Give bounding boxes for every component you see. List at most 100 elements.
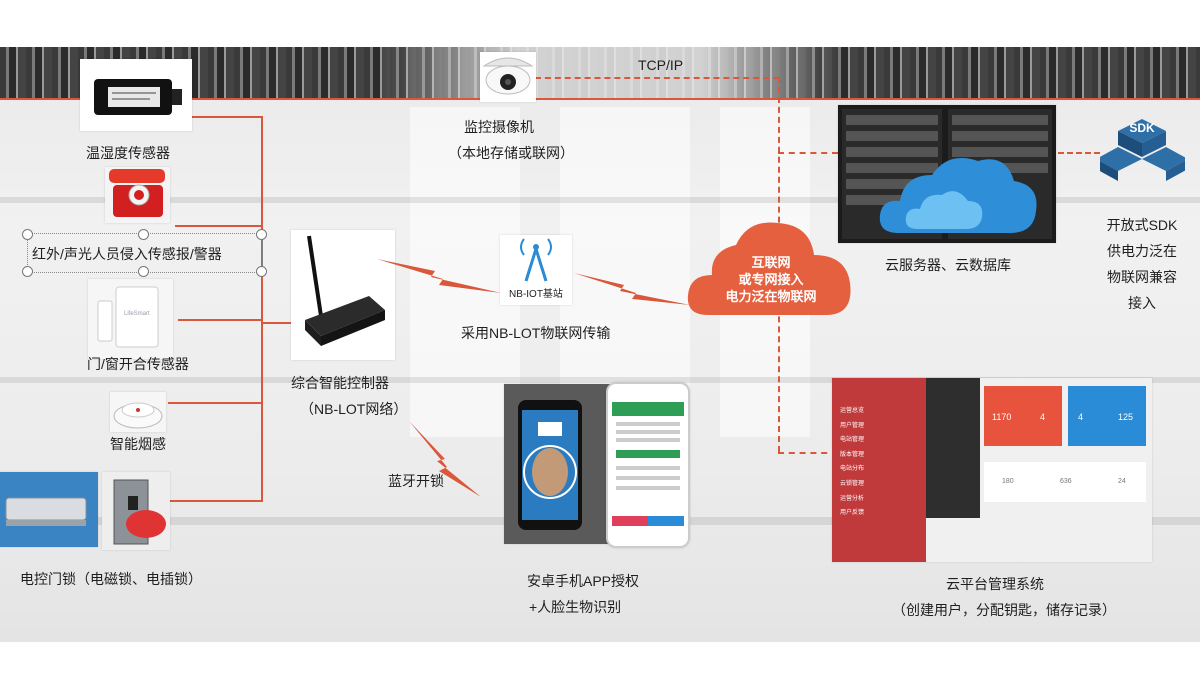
resize-handle[interactable] xyxy=(22,229,33,240)
phone-line-1: 安卓手机APP授权 xyxy=(527,573,640,589)
platform-menu-item[interactable]: 运营分析 xyxy=(840,495,865,502)
alarm-siren-icon xyxy=(109,169,165,217)
wireless-link-controller-icon xyxy=(377,259,501,293)
temp-humidity-sensor-icon xyxy=(94,79,182,115)
cloud-line-private: 或专网接入 xyxy=(738,272,804,287)
platform-caption-2: （创建用户，分配钥匙，储存记录） xyxy=(892,602,1116,618)
intrusion-alarm-label: 红外/声光人员侵入传感报/警器 xyxy=(32,246,222,262)
controller-subtitle: （NB-LOT网络） xyxy=(300,401,408,417)
header-rule xyxy=(0,98,1200,100)
stat-card: 1170 4 xyxy=(984,386,1062,446)
face-recognition-icon xyxy=(504,384,610,544)
cell-tower-icon xyxy=(520,238,552,282)
cloud-line-internet: 互联网 xyxy=(751,255,791,270)
controller-title: 综合智能控制器 xyxy=(291,375,389,391)
platform-menu-item[interactable]: 电站分布 xyxy=(840,466,865,473)
background-shelf xyxy=(0,197,1200,203)
tcp-ip-label: TCP/IP xyxy=(638,57,684,73)
door-sensor-icon: LifeSmart xyxy=(97,286,159,348)
camera-title: 监控摄像机 xyxy=(464,119,534,135)
temp-humidity-sensor-image xyxy=(80,59,192,131)
platform-menu-item[interactable]: 电站管理 xyxy=(840,437,865,444)
platform-menu-item[interactable]: 用户管理 xyxy=(840,422,865,429)
bolt-lock-icon xyxy=(113,479,166,545)
magnetic-lock-image xyxy=(0,472,98,547)
camera-link xyxy=(535,77,779,79)
resize-handle[interactable] xyxy=(138,266,149,277)
stat-value: 4 xyxy=(1040,412,1046,422)
server-rack-icon xyxy=(842,109,1052,239)
bolt-lock-image xyxy=(102,472,170,550)
nbiot-caption: 采用NB-LOT物联网传输 xyxy=(461,325,611,341)
platform-menu-item[interactable]: 版本管理 xyxy=(840,451,865,458)
device-bus-line xyxy=(261,116,263,502)
stat-card: 4 125 xyxy=(1068,386,1146,446)
resize-handle[interactable] xyxy=(256,229,267,240)
cloud-line-power-iot: 电力泛在物联网 xyxy=(725,289,817,304)
mini-stat: 180 xyxy=(1002,478,1014,485)
mini-stat: 24 xyxy=(1118,478,1126,485)
bus-branch-smoke xyxy=(168,402,262,404)
sdk-icon-text: SDK xyxy=(1129,121,1155,135)
server-link xyxy=(778,152,838,154)
resize-handle[interactable] xyxy=(138,229,149,240)
bus-branch-temp xyxy=(185,116,262,118)
electric-lock-label: 电控门锁（电磁锁、电插锁） xyxy=(20,571,202,587)
dome-camera-icon xyxy=(482,57,534,95)
internet-cloud-icon xyxy=(687,222,851,315)
wireless-link-cloud-icon xyxy=(574,273,690,305)
bus-branch-lock xyxy=(168,500,262,502)
stat-value: 4 xyxy=(1078,412,1084,422)
bus-to-controller xyxy=(262,322,302,324)
app-screen-icon xyxy=(612,402,684,526)
sdk-line-2: 供电力泛在 xyxy=(1107,243,1177,259)
platform-menu-item[interactable]: 云锁管理 xyxy=(840,480,865,487)
sdk-line-1: 开放式SDK xyxy=(1106,217,1178,233)
diagram-stage: TCP/IP 温湿度传感器 红外/声光人员侵入传感 xyxy=(0,47,1200,642)
controller-icon xyxy=(305,235,385,346)
temp-humidity-label: 温湿度传感器 xyxy=(86,145,170,161)
platform-link xyxy=(778,452,838,454)
controller-image xyxy=(291,230,395,360)
platform-subnav xyxy=(926,378,980,518)
sdk-line-4: 接入 xyxy=(1128,295,1156,311)
platform-screenshot: 运营总览 用户管理 电站管理 版本管理 电站分布 云锁管理 运营分析 用户反馈 … xyxy=(832,378,1152,562)
sdk-line-3: 物联网兼容 xyxy=(1107,269,1177,285)
mini-stat: 636 xyxy=(1060,478,1072,485)
platform-menu-item[interactable]: 用户反馈 xyxy=(840,510,865,517)
camera-image xyxy=(480,52,536,102)
cloud-servers-caption: 云服务器、云数据库 xyxy=(885,257,1011,273)
stat-value: 125 xyxy=(1118,412,1134,422)
magnetic-lock-icon xyxy=(0,472,98,547)
platform-caption-1: 云平台管理系统 xyxy=(946,576,1044,592)
smoke-detector-image xyxy=(110,392,166,432)
app-phone-image xyxy=(606,382,690,548)
smoke-detector-icon xyxy=(113,402,163,429)
bus-branch-alarm xyxy=(175,225,262,227)
alarm-image xyxy=(105,167,170,223)
bus-branch-door xyxy=(178,319,262,321)
phone-line-2: +人脸生物识别 xyxy=(529,599,622,615)
cloud-servers-image xyxy=(838,105,1056,243)
platform-sidebar: 运营总览 用户管理 电站管理 版本管理 电站分布 云锁管理 运营分析 用户反馈 xyxy=(832,378,926,562)
svg-text:LifeSmart: LifeSmart xyxy=(124,311,150,317)
background-shelf xyxy=(0,377,1200,383)
door-window-sensor-image: LifeSmart xyxy=(88,279,173,359)
nbiot-station-image: NB-IOT基站 xyxy=(500,235,572,305)
header-band xyxy=(0,47,1200,99)
stat-value: 1170 xyxy=(992,412,1012,422)
camera-subtitle: （本地存储或联网） xyxy=(448,145,574,161)
bluetooth-label: 蓝牙开锁 xyxy=(388,473,444,489)
door-window-label: 门/窗开合传感器 xyxy=(87,356,189,372)
sdk-cubes-icon xyxy=(1096,119,1188,181)
face-recognition-phone-image xyxy=(504,384,610,544)
sdk-link xyxy=(1058,152,1100,154)
mini-stats-row: 180 636 24 xyxy=(984,462,1146,502)
nbiot-station-label: NB-IOT基站 xyxy=(509,289,563,300)
internet-cloud: 互联网 或专网接入 电力泛在物联网 xyxy=(686,215,856,320)
platform-menu-item[interactable]: 运营总览 xyxy=(840,408,865,414)
sdk-image: SDK xyxy=(1096,117,1188,183)
resize-handle[interactable] xyxy=(22,266,33,277)
smoke-label: 智能烟感 xyxy=(110,436,166,452)
resize-handle[interactable] xyxy=(256,266,267,277)
